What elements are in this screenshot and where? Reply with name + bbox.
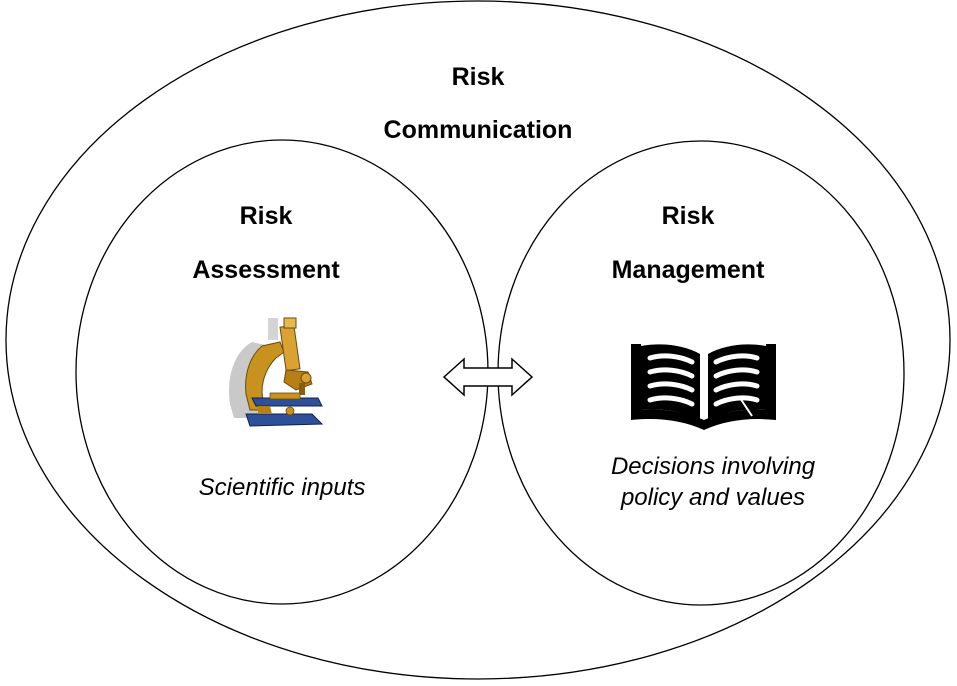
double-arrow-icon bbox=[442, 357, 534, 397]
risk-communication-title-line2: Communication bbox=[383, 116, 573, 144]
open-book-icon bbox=[631, 344, 776, 430]
scientific-inputs-caption: Scientific inputs bbox=[198, 474, 366, 501]
risk-communication-title-line1: Risk bbox=[451, 63, 505, 91]
risk-assessment-title-line1: Risk bbox=[239, 202, 293, 230]
risk-management-title-line1: Risk bbox=[661, 202, 715, 230]
decisions-caption-line2: policy and values bbox=[620, 484, 806, 511]
risk-management-title-line2: Management bbox=[611, 256, 765, 284]
microscope-icon bbox=[228, 317, 324, 427]
risk-assessment-title-line2: Assessment bbox=[192, 256, 340, 284]
risk-communication-ellipse bbox=[5, 0, 951, 680]
decisions-caption-line1: Decisions involving bbox=[610, 453, 816, 480]
